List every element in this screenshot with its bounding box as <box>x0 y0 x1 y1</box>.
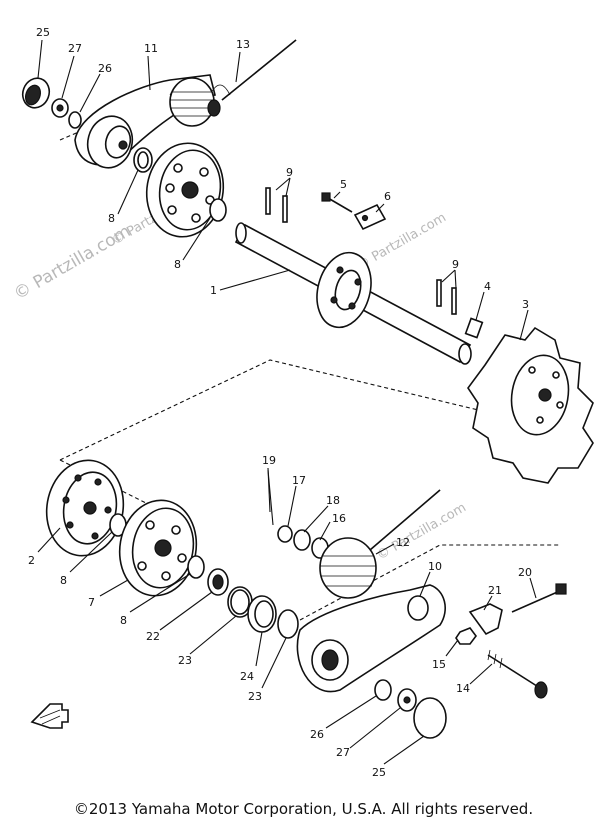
callout-label: 13 <box>236 38 250 51</box>
callout-label: 15 <box>432 658 446 671</box>
callout-label: 9 <box>452 258 459 271</box>
callout-label: 20 <box>518 566 532 579</box>
washer-part <box>133 147 153 173</box>
callout-label: 26 <box>98 62 112 75</box>
bearing-part <box>207 568 229 596</box>
callout-label: 24 <box>240 670 254 683</box>
washer-part <box>374 679 392 701</box>
callout-label: 8 <box>120 614 127 627</box>
forward-arrow-icon <box>30 703 69 729</box>
collar-part <box>464 317 484 339</box>
torsion-spring-part <box>169 77 231 127</box>
callout-label: 25 <box>36 26 50 39</box>
cap-part <box>21 77 51 109</box>
washer-part <box>209 198 227 222</box>
bracket-part <box>353 203 387 231</box>
callout-label: 8 <box>60 574 67 587</box>
circlip-part <box>277 609 299 639</box>
nut-part <box>455 627 477 645</box>
callout-label: 9 <box>286 166 293 179</box>
callout-label: 8 <box>174 258 181 271</box>
copyright-notice: ©2013 Yamaha Motor Corporation, U.S.A. A… <box>73 800 534 818</box>
callout-label: 19 <box>262 454 276 467</box>
callout-label: 3 <box>522 298 529 311</box>
bolt-part <box>487 649 548 699</box>
callout-label: 6 <box>384 190 391 203</box>
callout-label: 25 <box>372 766 386 779</box>
callout-label: 16 <box>332 512 346 525</box>
washer-part <box>68 111 82 129</box>
callout-label: 7 <box>88 596 95 609</box>
bracket-part <box>468 603 503 636</box>
washer-part <box>187 555 205 579</box>
torsion-spring-part <box>319 489 441 599</box>
exploded-parts-diagram: © Partzilla.com © Partzilla.com © Partzi… <box>11 26 594 779</box>
callout-label: 14 <box>456 682 470 695</box>
callout-label: 12 <box>396 536 410 549</box>
callout-label: 8 <box>108 212 115 225</box>
leader-lines <box>37 39 537 765</box>
callout-label: 18 <box>326 494 340 507</box>
idler-wheel-part <box>145 142 225 238</box>
cap-part <box>413 697 447 739</box>
callout-label: 23 <box>248 690 262 703</box>
callout-label: 5 <box>340 178 347 191</box>
watermark: © Partzilla.com <box>375 500 469 563</box>
sprocket-wheel-part <box>45 459 125 557</box>
swing-arm-part <box>296 584 446 693</box>
spring-pin-part <box>265 187 457 315</box>
nut-part <box>51 98 69 118</box>
callout-label: 23 <box>178 654 192 667</box>
callout-label: 22 <box>146 630 160 643</box>
washer-part <box>293 529 311 551</box>
rod-part <box>221 39 297 101</box>
bolt-part <box>321 192 353 213</box>
drive-shaft-part <box>234 222 472 365</box>
callout-label: 4 <box>484 280 491 293</box>
callout-label: 10 <box>428 560 442 573</box>
callout-label: 1 <box>210 284 217 297</box>
nut-part <box>277 525 293 543</box>
idler-wheel-part <box>118 499 198 597</box>
callout-labels: 25 27 26 11 13 8 8 9 5 6 1 9 4 3 19 17 1… <box>28 26 532 779</box>
callout-label: 27 <box>68 42 82 55</box>
sprocket-part <box>467 326 594 484</box>
callout-label: 21 <box>488 584 502 597</box>
callout-label: 11 <box>144 42 158 55</box>
callout-label: 2 <box>28 554 35 567</box>
collar-part <box>247 595 277 633</box>
callout-label: 27 <box>336 746 350 759</box>
adjuster-bolt-part <box>511 583 567 613</box>
nut-part <box>397 688 417 712</box>
callout-label: 17 <box>292 474 306 487</box>
callout-label: 26 <box>310 728 324 741</box>
